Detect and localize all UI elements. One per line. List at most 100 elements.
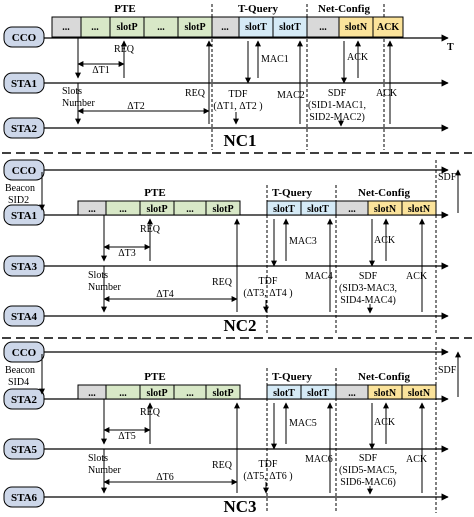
- nc3-ack-b: ACK: [406, 454, 428, 465]
- svg-text:slotT: slotT: [273, 388, 295, 399]
- svg-text:...: ...: [348, 204, 356, 215]
- nc3-node-sta5: STA5: [3, 438, 45, 460]
- nc2-beacon-2: SID2: [8, 195, 29, 206]
- svg-text:...: ...: [88, 204, 96, 215]
- svg-text:STA2: STA2: [11, 394, 38, 406]
- nc2-dt-a: ΔT3: [118, 248, 136, 259]
- svg-text:slotP: slotP: [212, 388, 233, 399]
- svg-text:slotP: slotP: [116, 22, 137, 33]
- nc1-req2-label: REQ: [185, 88, 206, 99]
- nc1-phase-netconfig: Net-Config: [318, 3, 370, 15]
- nc2-slots-number-2: Number: [88, 282, 121, 293]
- svg-text:...: ...: [348, 388, 356, 399]
- nc1-tdf: TDF: [229, 89, 248, 100]
- nc2-node-cco: CCO: [3, 159, 45, 181]
- svg-text:CCO: CCO: [12, 347, 37, 359]
- nc3-tdf: TDF: [259, 459, 278, 470]
- nc2-sdf-top: SDF: [438, 172, 457, 183]
- nc1-label: NC1: [223, 131, 256, 150]
- nc3-tdf-2: (ΔT5, ΔT6 ): [243, 471, 292, 482]
- nc1-section: T CCO STA1 STA2 PTE T-Query Net-Config .…: [3, 3, 454, 150]
- nc3-sdf-3: SID6-MAC6): [340, 477, 396, 488]
- nc3-beacon-2: SID4: [8, 377, 29, 388]
- svg-text:CCO: CCO: [12, 32, 37, 44]
- svg-text:STA2: STA2: [11, 123, 38, 135]
- nc1-phase-tquery: T-Query: [238, 3, 278, 15]
- nc1-sdf-2: (SID1-MAC1,: [308, 100, 366, 111]
- nc2-beacon: Beacon: [5, 183, 35, 194]
- svg-text:...: ...: [119, 388, 127, 399]
- nc2-req2-label: REQ: [212, 277, 233, 288]
- nc3-dt-b: ΔT6: [156, 472, 174, 483]
- nc3-sdf-top: SDF: [438, 365, 457, 376]
- nc3-phase-tquery: T-Query: [272, 371, 312, 383]
- nc3-beacon: Beacon: [5, 365, 35, 376]
- svg-text:slotP: slotP: [184, 22, 205, 33]
- nc3-ack-a: ACK: [374, 417, 396, 428]
- svg-text:slotT: slotT: [279, 22, 301, 33]
- svg-text:...: ...: [319, 22, 327, 33]
- nc3-slot-row: ... ... slotP ... slotP slotT slotT ... …: [77, 384, 437, 400]
- nc2-ack-a: ACK: [374, 235, 396, 246]
- nc2-node-sta1: STA1: [3, 204, 45, 226]
- nc3-node-cco: CCO: [3, 341, 45, 363]
- nc2-phase-netconfig: Net-Config: [358, 187, 410, 199]
- svg-text:STA6: STA6: [11, 492, 38, 504]
- svg-text:slotN: slotN: [408, 204, 431, 215]
- nc3-sdf: SDF: [359, 453, 378, 464]
- nc2-slots-number: Slots: [88, 270, 108, 281]
- nc3-dt-a: ΔT5: [118, 431, 136, 442]
- nc1-mac-a: MAC1: [261, 54, 289, 65]
- nc1-sdf: SDF: [328, 88, 347, 99]
- svg-text:slotP: slotP: [146, 388, 167, 399]
- nc2-node-sta4: STA4: [3, 305, 45, 327]
- svg-text:STA5: STA5: [11, 444, 38, 456]
- nc2-phase-pte: PTE: [144, 187, 165, 199]
- svg-text:slotN: slotN: [408, 388, 431, 399]
- nc3-phase-netconfig: Net-Config: [358, 371, 410, 383]
- nc3-node-sta2: STA2: [3, 388, 45, 410]
- svg-text:...: ...: [119, 204, 127, 215]
- nc3-req-label: REQ: [140, 407, 161, 418]
- svg-text:...: ...: [88, 388, 96, 399]
- nc1-sdf-3: SID2-MAC2): [309, 112, 365, 123]
- nc3-mac-a: MAC5: [289, 418, 317, 429]
- nc3-req2-label: REQ: [212, 460, 233, 471]
- svg-text:slotT: slotT: [307, 204, 329, 215]
- nc2-label: NC2: [223, 316, 256, 335]
- nc2-phase-tquery: T-Query: [272, 187, 312, 199]
- nc1-slot: [372, 16, 404, 38]
- svg-text:slotT: slotT: [245, 22, 267, 33]
- nc1-dt-a: ΔT1: [92, 65, 110, 76]
- nc1-phase-pte: PTE: [114, 3, 135, 15]
- svg-text:...: ...: [186, 204, 194, 215]
- svg-text:...: ...: [91, 22, 99, 33]
- nc3-slot: [401, 384, 437, 400]
- nc3-slot: [205, 384, 241, 400]
- nc2-tdf-2: (ΔT3, ΔT4 ): [243, 288, 292, 299]
- nc1-node-cco: CCO: [3, 26, 45, 48]
- nc2-sdf: SDF: [359, 271, 378, 282]
- nc3-label: NC3: [223, 497, 256, 516]
- svg-text:slotP: slotP: [212, 204, 233, 215]
- nc3-mac-b: MAC6: [305, 454, 333, 465]
- nc2-mac-a: MAC3: [289, 236, 317, 247]
- svg-text:slotN: slotN: [374, 388, 397, 399]
- svg-text:slotT: slotT: [307, 388, 329, 399]
- nc1-ack-b: ACK: [376, 88, 398, 99]
- nc1-slots-number: Slots: [62, 86, 82, 97]
- nc2-sdf-3: SID4-MAC4): [340, 295, 396, 306]
- nc2-section: CCO STA1 STA3 STA4 Beacon SID2 SDF PTE T…: [3, 159, 461, 335]
- nc1-tdf-2: (ΔT1, ΔT2 ): [213, 101, 262, 112]
- svg-text:slotN: slotN: [374, 204, 397, 215]
- nc2-tdf: TDF: [259, 276, 278, 287]
- nc2-mac-b: MAC4: [305, 271, 333, 282]
- nc2-sdf-2: (SID3-MAC3,: [339, 283, 397, 294]
- nc1-slots-number-2: Number: [62, 98, 95, 109]
- nc3-sdf-2: (SID5-MAC5,: [339, 465, 397, 476]
- nc3-node-sta6: STA6: [3, 486, 45, 508]
- nc1-req-label: REQ: [114, 44, 135, 55]
- svg-text:...: ...: [186, 388, 194, 399]
- nc2-node-sta3: STA3: [3, 255, 45, 277]
